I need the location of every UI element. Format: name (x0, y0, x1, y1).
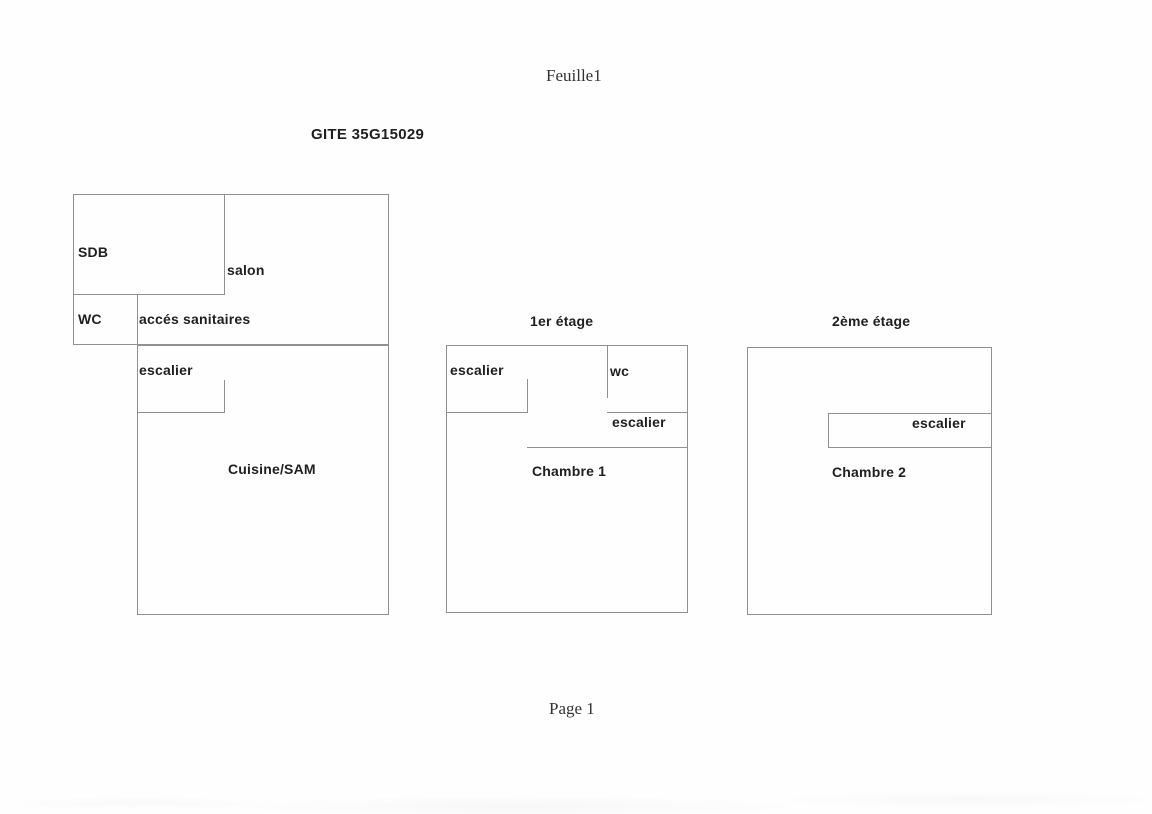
scan-noise-artifact (0, 744, 1152, 814)
wall-segment-wc-divider (137, 294, 138, 345)
wall-segment-escalier-bottom (137, 412, 225, 413)
room-label-escalier: escalier (912, 415, 966, 431)
room-label-acces-sanitaires: accés sanitaires (139, 311, 251, 327)
room-label-cuisine-sam: Cuisine/SAM (228, 461, 316, 477)
floor-title-1er-etage: 1er étage (530, 313, 594, 329)
room-label-escalier: escalier (139, 362, 193, 378)
wall-segment-escalier-bottom (446, 412, 528, 413)
wall-segment-wc-bottom (607, 412, 688, 413)
room-label-salon: salon (227, 262, 265, 278)
wall-outline (446, 345, 688, 613)
wall-segment-sdb-bottom (73, 294, 225, 295)
wall-segment-escalier-right (527, 379, 528, 413)
room-label-chambre-1: Chambre 1 (532, 463, 607, 479)
wall-outline-escalier-box (828, 413, 992, 448)
wall-segment-sdb-right (224, 194, 225, 295)
room-label-wc: WC (78, 311, 102, 327)
wall-segment-wc-divider (607, 345, 608, 398)
wall-segment-chambre-top (527, 447, 688, 448)
wall-outline-lower (137, 345, 389, 615)
room-label-escalier-left: escalier (450, 362, 504, 378)
sheet-title: Feuille1 (546, 66, 602, 85)
document-title: GITE 35G15029 (311, 126, 425, 143)
room-label-sdb: SDB (78, 244, 109, 260)
room-label-escalier-right: escalier (612, 414, 666, 430)
room-label-wc: wc (610, 363, 630, 379)
page-number: Page 1 (549, 699, 595, 718)
wall-outline (747, 347, 992, 615)
wall-segment-escalier-right (224, 380, 225, 413)
floor-title-2eme-etage: 2ème étage (832, 313, 911, 329)
wall-outline-upper (73, 194, 389, 345)
room-label-chambre-2: Chambre 2 (832, 464, 907, 480)
